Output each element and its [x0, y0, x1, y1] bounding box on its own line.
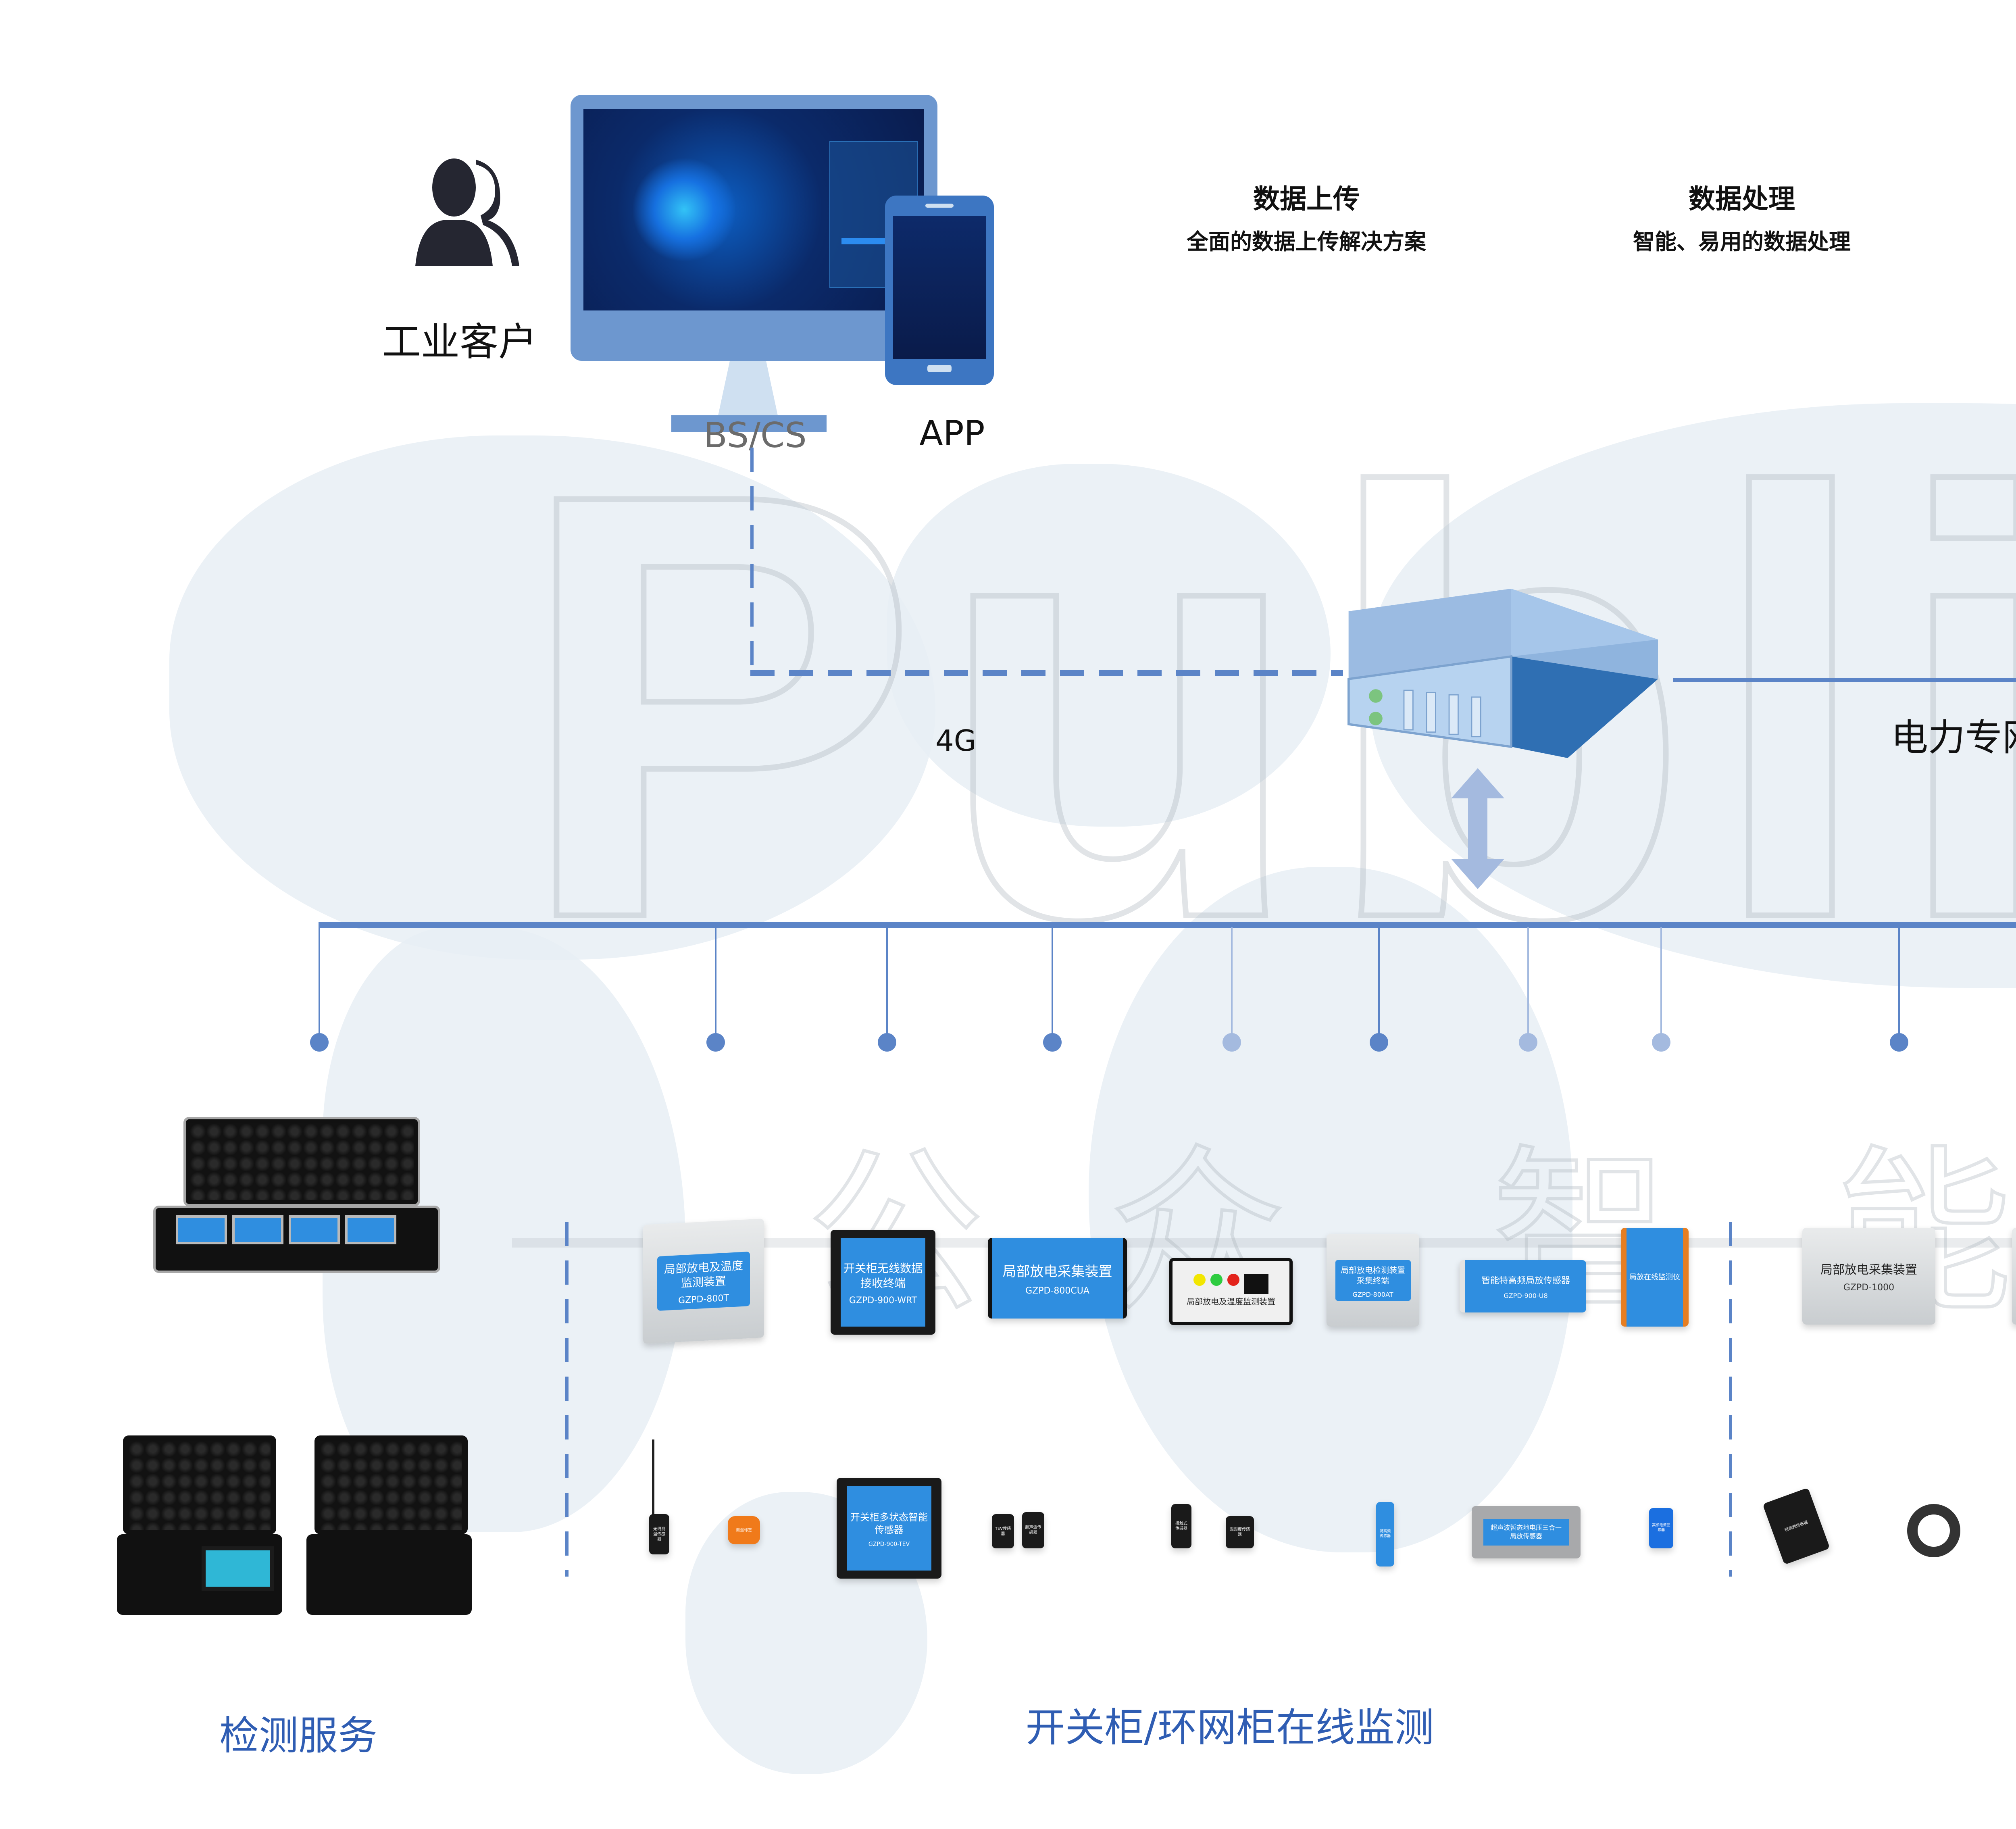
product-card: 局放在线监测仪 — [1621, 1228, 1689, 1327]
antenna — [652, 1439, 654, 1528]
bus-drop-line — [1231, 927, 1233, 1040]
section-divider-left — [565, 1222, 569, 1577]
processing-title: 数据处理 — [1689, 183, 1795, 215]
product-card: TEV传感器 — [992, 1514, 1014, 1548]
bs-cs-label: BS/CS — [704, 415, 807, 456]
bus-node — [310, 1033, 329, 1052]
bus-drop-line — [1527, 927, 1529, 1040]
product-card: 超声波传感器 — [1022, 1512, 1044, 1548]
power-network-line — [1673, 678, 2016, 682]
bus-drop-line — [715, 927, 716, 1040]
product-card: 高频电流互感器 — [1649, 1508, 1673, 1548]
bus-drop-line — [1052, 927, 1053, 1040]
bus-drop-line — [1898, 927, 1900, 1040]
bus-node — [1890, 1033, 1908, 1052]
bus-node — [706, 1033, 725, 1052]
client-monitor-screen — [583, 109, 924, 310]
bus-drop-line — [886, 927, 888, 1040]
product-card: 特高频传感器 — [1762, 1487, 1830, 1565]
section-label-switchgear: 开关柜/环网柜在线监测 — [1025, 1705, 1434, 1751]
power-channel-label: 电力专网通道 — [1891, 716, 2016, 759]
product-card: 无线测温传感器 — [649, 1514, 669, 1554]
bus-node — [1519, 1033, 1537, 1052]
product-ring-sensor — [1907, 1504, 1960, 1557]
product-card: 温湿度传感器 — [1226, 1516, 1254, 1548]
server-icon — [1347, 589, 1658, 758]
app-label: APP — [919, 413, 985, 454]
bus-node — [878, 1033, 896, 1052]
trolley-case-lid — [183, 1117, 420, 1206]
product-card: 接触式传感器 — [1171, 1504, 1191, 1548]
bidirectional-arrow-icon — [1451, 768, 1504, 889]
processing-subtitle: 智能、易用的数据处理 — [1633, 229, 1851, 254]
bus-node — [1652, 1033, 1670, 1052]
users-icon — [415, 158, 519, 266]
product-card: 局部放电及温度监测装置 — [1169, 1258, 1293, 1325]
product-card: 护层环流采集装置GZHL-01 — [2012, 1228, 2016, 1325]
trolley-case-base — [153, 1206, 440, 1273]
portable-case-2-lid — [314, 1435, 468, 1534]
bus-node — [1043, 1033, 1062, 1052]
portable-case-1-lid — [123, 1435, 276, 1534]
upload-subtitle: 全面的数据上传解决方案 — [1187, 229, 1426, 254]
section-label-detection: 检测服务 — [219, 1713, 377, 1759]
4g-dashed-line-vertical — [750, 448, 754, 675]
product-card: 超声波暂态地电压三合一局放传感器 — [1472, 1506, 1581, 1558]
bus-drop-line — [1378, 927, 1380, 1040]
client-label: 工业客户 — [382, 319, 537, 365]
bus-node — [1223, 1033, 1241, 1052]
bus-drop-line — [319, 927, 320, 1040]
product-card: 测温标签 — [728, 1516, 760, 1544]
upload-title: 数据上传 — [1253, 183, 1360, 215]
portable-case-2-base — [306, 1534, 472, 1615]
4g-dashed-line-horizontal — [750, 670, 1343, 676]
bus-node — [1370, 1033, 1388, 1052]
watermark-brand: Public — [513, 368, 2016, 1044]
portable-case-1-base — [117, 1534, 282, 1615]
4g-label: 4G — [935, 724, 977, 758]
bus-drop-line — [1660, 927, 1662, 1040]
section-divider-right — [1729, 1222, 1732, 1577]
product-card: 特高频传感器 — [1376, 1502, 1394, 1567]
